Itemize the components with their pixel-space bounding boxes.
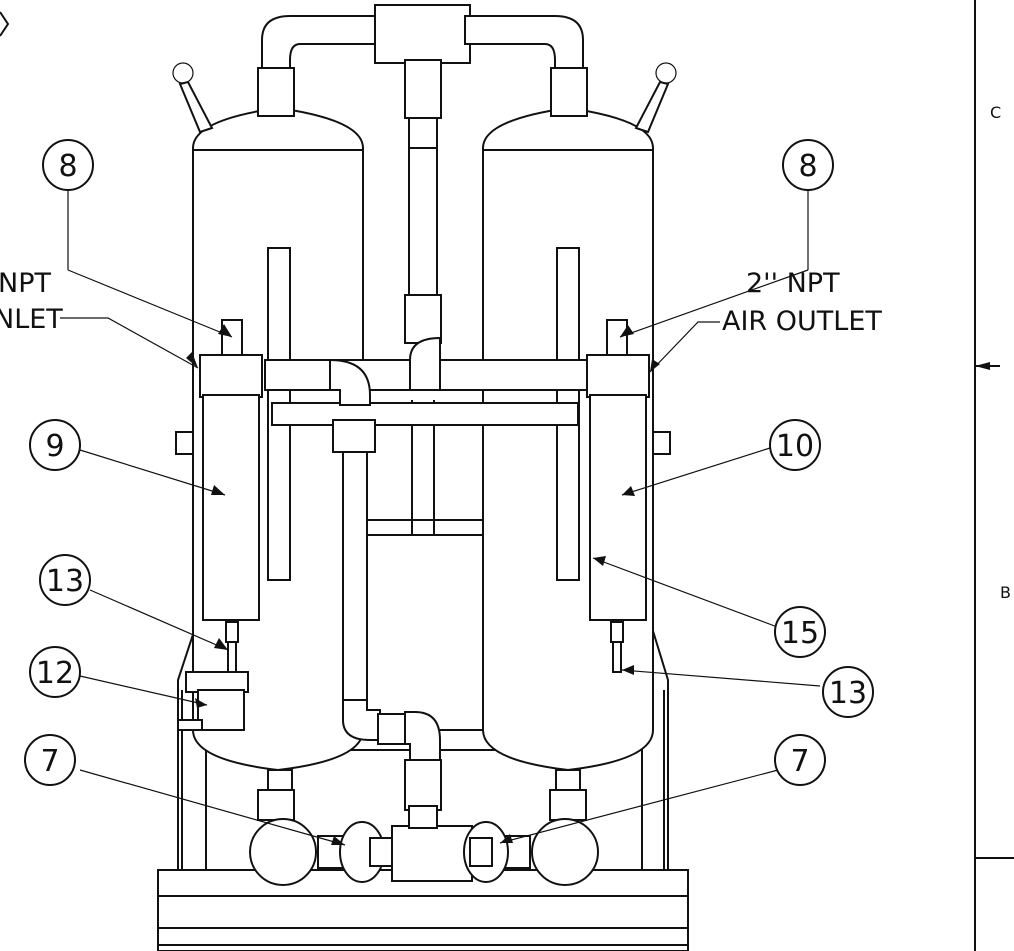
balloon-10: 10 <box>769 419 821 471</box>
bottom-manifold <box>249 759 599 886</box>
inlet-callout-line1: NPT <box>0 268 51 299</box>
balloon-8-left: 8 <box>42 139 94 191</box>
solenoid-drain-valve <box>177 671 249 731</box>
balloon-8-right: 8 <box>782 139 834 191</box>
right-relief-valve <box>634 62 677 134</box>
zone-label-c: C <box>990 103 1001 122</box>
leader-arrowheads <box>186 324 660 845</box>
balloon-13-left: 13 <box>39 554 91 606</box>
crossover-piping <box>264 336 596 761</box>
outlet-callout-line2: AIR OUTLET <box>722 306 882 337</box>
balloon-label: 8 <box>58 149 77 184</box>
balloon-label: 9 <box>45 429 64 464</box>
balloon-label: 7 <box>790 744 809 779</box>
leader-lines <box>60 190 821 846</box>
left-side-port <box>175 431 194 455</box>
balloon-15: 15 <box>774 606 826 658</box>
balloon-12: 12 <box>29 646 81 698</box>
balloon-7-left: 7 <box>24 734 76 786</box>
balloon-9: 9 <box>29 419 81 471</box>
balloon-13-right: 13 <box>822 666 874 718</box>
left-filter <box>199 319 263 673</box>
balloon-label: 8 <box>798 149 817 184</box>
corner-mark <box>0 11 10 37</box>
base-skid <box>157 869 689 951</box>
balloon-label: 7 <box>40 744 59 779</box>
left-relief-valve <box>172 62 214 134</box>
balloon-label: 13 <box>46 564 84 599</box>
inlet-callout-line2: NLET <box>0 304 63 335</box>
balloon-label: 13 <box>829 676 867 711</box>
top-manifold <box>257 4 588 344</box>
zone-label-b: B <box>1000 583 1011 602</box>
outlet-callout-line1: 2'' NPT <box>746 268 840 299</box>
right-filter <box>586 319 650 673</box>
balloon-7-right: 7 <box>774 734 826 786</box>
balloon-label: 10 <box>776 429 814 464</box>
balloon-label: 12 <box>36 656 74 691</box>
right-side-port <box>652 431 671 455</box>
balloon-label: 15 <box>781 616 819 651</box>
